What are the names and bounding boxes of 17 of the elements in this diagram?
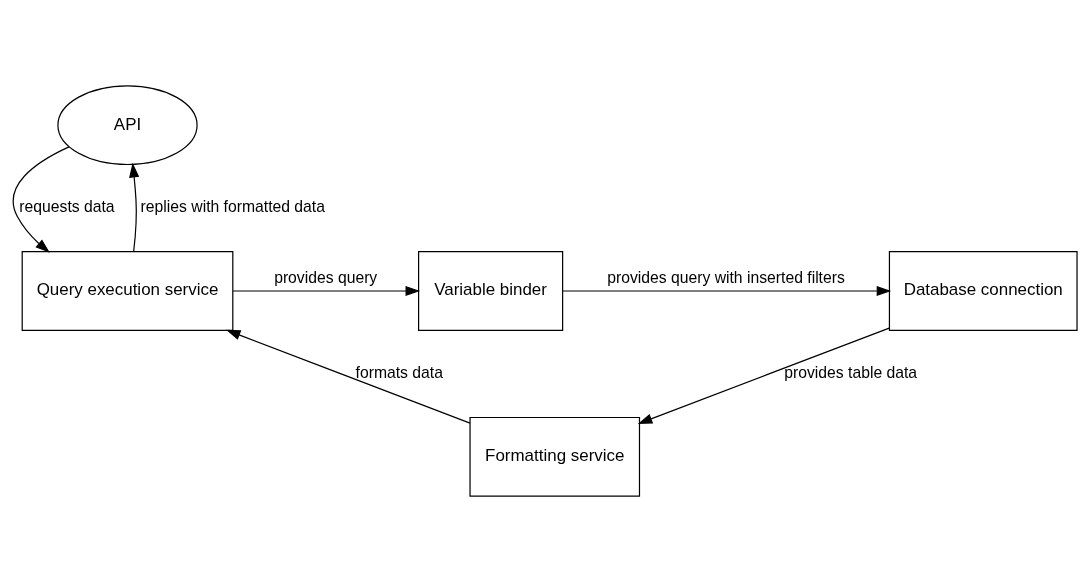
node-box: Variable binder bbox=[418, 250, 564, 331]
edge-label: provides query with inserted filters bbox=[607, 268, 845, 286]
node-box: Query execution service bbox=[21, 250, 234, 331]
node-box: Database connection bbox=[888, 250, 1078, 331]
edge-label: requests data bbox=[19, 197, 115, 215]
arrow bbox=[129, 162, 140, 252]
arrow bbox=[232, 285, 421, 296]
edge-label: replies with formatted data bbox=[140, 197, 325, 215]
arrow bbox=[12, 145, 70, 253]
arrow bbox=[225, 329, 471, 424]
edge-label: formats data bbox=[355, 363, 443, 381]
edge-label: provides query bbox=[274, 268, 378, 286]
node-box: Formatting service bbox=[469, 416, 641, 497]
arrow bbox=[637, 326, 890, 424]
node-ellipse: API bbox=[57, 84, 198, 165]
arrow bbox=[562, 285, 892, 296]
edge-label: provides table data bbox=[784, 363, 918, 381]
